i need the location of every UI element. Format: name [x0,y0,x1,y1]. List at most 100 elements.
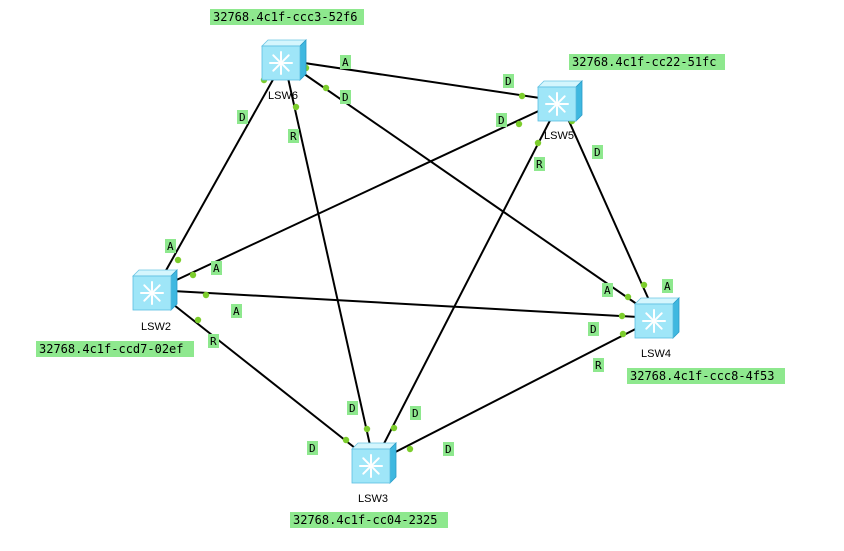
port-role-background [593,358,604,372]
port-role-text: D [505,75,512,88]
switch-icon [261,39,307,81]
port-indicator [515,120,523,128]
link-lsw6-lsw5[interactable] [283,59,561,102]
port-role-text: A [167,240,174,253]
port-role-text: D [590,323,597,336]
port-indicator [640,281,648,289]
port-indicator [202,291,210,299]
link-lsw6-lsw2[interactable] [154,59,285,291]
switch-name-label: LSW4 [641,348,671,360]
port-role-background [588,322,599,336]
port-role-background [410,406,421,420]
port-role-text: D [498,114,505,127]
port-indicator [292,103,300,111]
port-role-text: A [604,284,611,297]
port-role-background [602,283,613,297]
bridge-id-background [36,341,194,357]
port-indicator [322,84,330,92]
bridge-id-badge: 32768.4c1f-cc04-2325 [290,512,448,528]
port-role-text: A [233,305,240,318]
switch-name-label: LSW5 [544,130,574,142]
switch-lsw3[interactable] [351,442,397,484]
link-lsw2-lsw4[interactable] [154,289,658,319]
switch-lsw5[interactable] [537,80,583,122]
switch-lsw6[interactable] [261,39,307,81]
bridge-id-badge: 32768.4c1f-ccc3-52f6 [210,9,364,25]
bridge-id-text: 32768.4c1f-ccc8-4f53 [630,369,775,383]
port-role-background [496,113,507,127]
link-lsw5-lsw3[interactable] [373,100,561,464]
port-role-text: D [445,443,452,456]
port-role-background [208,334,219,348]
port-indicator [619,330,627,338]
link-lsw6-lsw3[interactable] [283,59,375,464]
port-role-background [443,442,454,456]
bridge-id-background [569,54,725,70]
port-indicator [406,445,414,453]
port-role-label: D [406,442,454,456]
port-role-text: A [664,280,671,293]
port-role-background [340,55,351,69]
port-role-label: A [640,279,673,293]
port-role-label: D [496,113,523,128]
bridge-id-badge: 32768.4c1f-cc22-51fc [569,54,725,70]
port-role-text: D [342,91,349,104]
switch-icon [537,80,583,122]
port-indicator [174,256,182,264]
port-role-label: D [307,436,350,455]
port-role-label: A [602,283,632,301]
link-lsw6-lsw4[interactable] [283,59,658,319]
port-role-label: A [165,239,182,264]
port-role-background [592,145,603,159]
port-role-label: R [593,330,627,372]
port-role-background [662,279,673,293]
bridge-id-background [290,512,448,528]
port-role-text: D [309,442,316,455]
port-role-text: A [213,262,220,275]
bridge-id-badge: 32768.4c1f-ccc8-4f53 [627,368,785,384]
port-roles-layer: A D D A R D D A D A R D D A A D R D R D [165,55,673,456]
port-role-text: D [412,407,419,420]
switch-icon [634,297,680,339]
bridge-id-text: 32768.4c1f-cc04-2325 [293,513,438,527]
port-role-background [534,157,545,171]
port-role-background [231,304,242,318]
port-indicator [518,92,526,100]
link-lsw2-lsw3[interactable] [154,289,375,464]
link-lsw4-lsw3[interactable] [373,317,658,464]
port-role-background [307,441,318,455]
port-role-background [165,239,176,253]
link-lsw5-lsw2[interactable] [154,100,561,291]
port-role-label: D [390,406,421,432]
link-lsw5-lsw4[interactable] [559,100,658,319]
port-indicator [618,312,626,320]
port-role-label: R [194,316,219,348]
port-role-label: D [347,401,371,433]
switch-icon [351,442,397,484]
port-role-text: D [239,111,246,124]
port-role-label: D [503,74,526,100]
bridge-id-text: 32768.4c1f-ccc3-52f6 [213,10,358,24]
port-role-background [503,74,514,88]
bridge-ids-layer: 32768.4c1f-ccc3-52f6 32768.4c1f-cc22-51fc… [36,9,785,528]
port-indicator [189,271,197,279]
port-role-background [288,129,299,143]
port-role-label: R [288,103,300,143]
port-role-background [347,401,358,415]
port-role-text: R [536,158,543,171]
port-indicator [534,139,542,147]
port-indicator [390,424,398,432]
port-indicator [342,436,350,444]
port-role-text: R [595,359,602,372]
port-role-text: A [342,56,349,69]
port-role-label: R [534,139,545,171]
bridge-id-background [627,368,785,384]
port-role-label: D [322,84,351,104]
port-role-text: R [290,130,297,143]
port-role-background [340,90,351,104]
port-role-text: R [210,335,217,348]
port-role-label: D [588,312,626,336]
switch-lsw4[interactable] [634,297,680,339]
switch-lsw2[interactable] [132,269,178,311]
port-role-text: D [594,146,601,159]
